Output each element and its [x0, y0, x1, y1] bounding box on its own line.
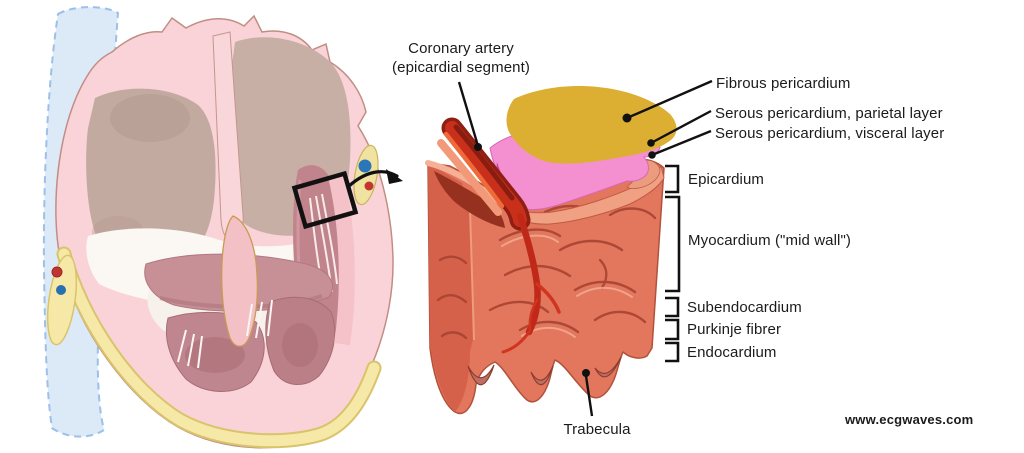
- label-trabecula: Trabecula: [563, 421, 631, 438]
- watermark-text: www.ecgwaves.com: [845, 412, 974, 427]
- label-serous-visceral: Serous pericardium, visceral layer: [715, 125, 945, 142]
- label-coronary-artery-line2: (epicardial segment): [392, 59, 530, 76]
- label-endocardium: Endocardium: [687, 344, 777, 361]
- label-coronary-artery-line1: Coronary artery: [408, 40, 514, 57]
- septal-leaflet: [221, 215, 258, 347]
- label-myocardium: Myocardium ("mid wall"): [688, 232, 851, 249]
- bracket-epicardium: [665, 164, 680, 194]
- bracket-myocardium: [665, 195, 681, 293]
- label-subendocardium: Subendocardium: [687, 299, 802, 316]
- label-serous-parietal: Serous pericardium, parietal layer: [715, 105, 943, 122]
- layer-brackets: [665, 164, 681, 363]
- coronary-artery: [437, 117, 561, 354]
- zoom-arrow: [347, 169, 403, 188]
- vein-dot-icon: [56, 285, 66, 295]
- myocardium-texture: [436, 204, 657, 340]
- rv-free-wall: [328, 174, 355, 346]
- artery-dot-icon: [51, 266, 63, 278]
- chordae-tendineae: [177, 299, 273, 369]
- label-purkinje-fibers: Purkinje fibrer: [687, 321, 782, 338]
- leader-lines: [457, 79, 713, 417]
- heart-illustration: [42, 6, 403, 449]
- block-cut-hollow: [434, 171, 505, 228]
- fibrous-pericardium-sheet: [506, 86, 677, 164]
- bracket-purkinje: [665, 318, 680, 341]
- label-fibrous-pericardium: Fibrous pericardium: [716, 75, 851, 92]
- label-epicardium: Epicardium: [688, 171, 765, 188]
- wall-block-diagram: [425, 86, 677, 415]
- bracket-endocardium: [665, 341, 680, 363]
- epicardial-fat-band: [56, 246, 382, 449]
- vein-dot-icon: [358, 159, 372, 173]
- magnifier-box: [291, 170, 359, 230]
- papillary-muscles: [165, 296, 336, 392]
- bracket-subendocardium: [665, 296, 680, 318]
- artery-dot-icon: [364, 181, 374, 191]
- block-left-face: [428, 163, 474, 412]
- trabecula-notches: [467, 356, 622, 386]
- label-coronary-artery: Coronary artery (epicardial segment): [372, 39, 550, 77]
- leader-dots: [474, 113, 656, 377]
